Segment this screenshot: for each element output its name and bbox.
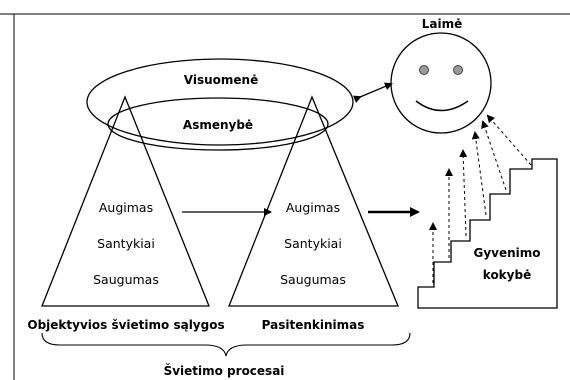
dashed-arrow-4 — [471, 131, 487, 216]
left-item-3: Saugumas — [93, 272, 159, 287]
right-triangle — [228, 95, 399, 307]
curly-brace — [41, 332, 411, 357]
objective-conditions-label: Objektyvios švietimo sąlygos — [27, 318, 224, 332]
left-item-2: Santykiai — [97, 236, 155, 251]
quality-of-life-label-line2: kokybė — [483, 268, 531, 282]
society-label: Visuomenė — [184, 73, 258, 87]
dashed-arrow-3 — [459, 149, 468, 237]
personality-ellipse — [107, 97, 329, 151]
satisfaction-label: Pasitenkinimas — [262, 318, 365, 332]
dashed-arrow-6 — [486, 114, 532, 166]
society-happiness-arrow — [352, 82, 393, 104]
smiley-face-icon — [390, 32, 492, 134]
quality-of-life-label-line1: Gyvenimo — [473, 246, 540, 260]
right-item-3: Saugumas — [280, 272, 346, 287]
left-item-1: Augimas — [99, 200, 153, 215]
left-triangle — [41, 95, 210, 307]
right-item-2: Santykiai — [284, 236, 342, 251]
personality-label: Asmenybė — [183, 118, 253, 132]
education-processes-label: Švietimo procesai — [164, 363, 285, 378]
right-item-1: Augimas — [286, 200, 340, 215]
happiness-label: Laimė — [422, 17, 463, 31]
staircase — [417, 158, 558, 309]
